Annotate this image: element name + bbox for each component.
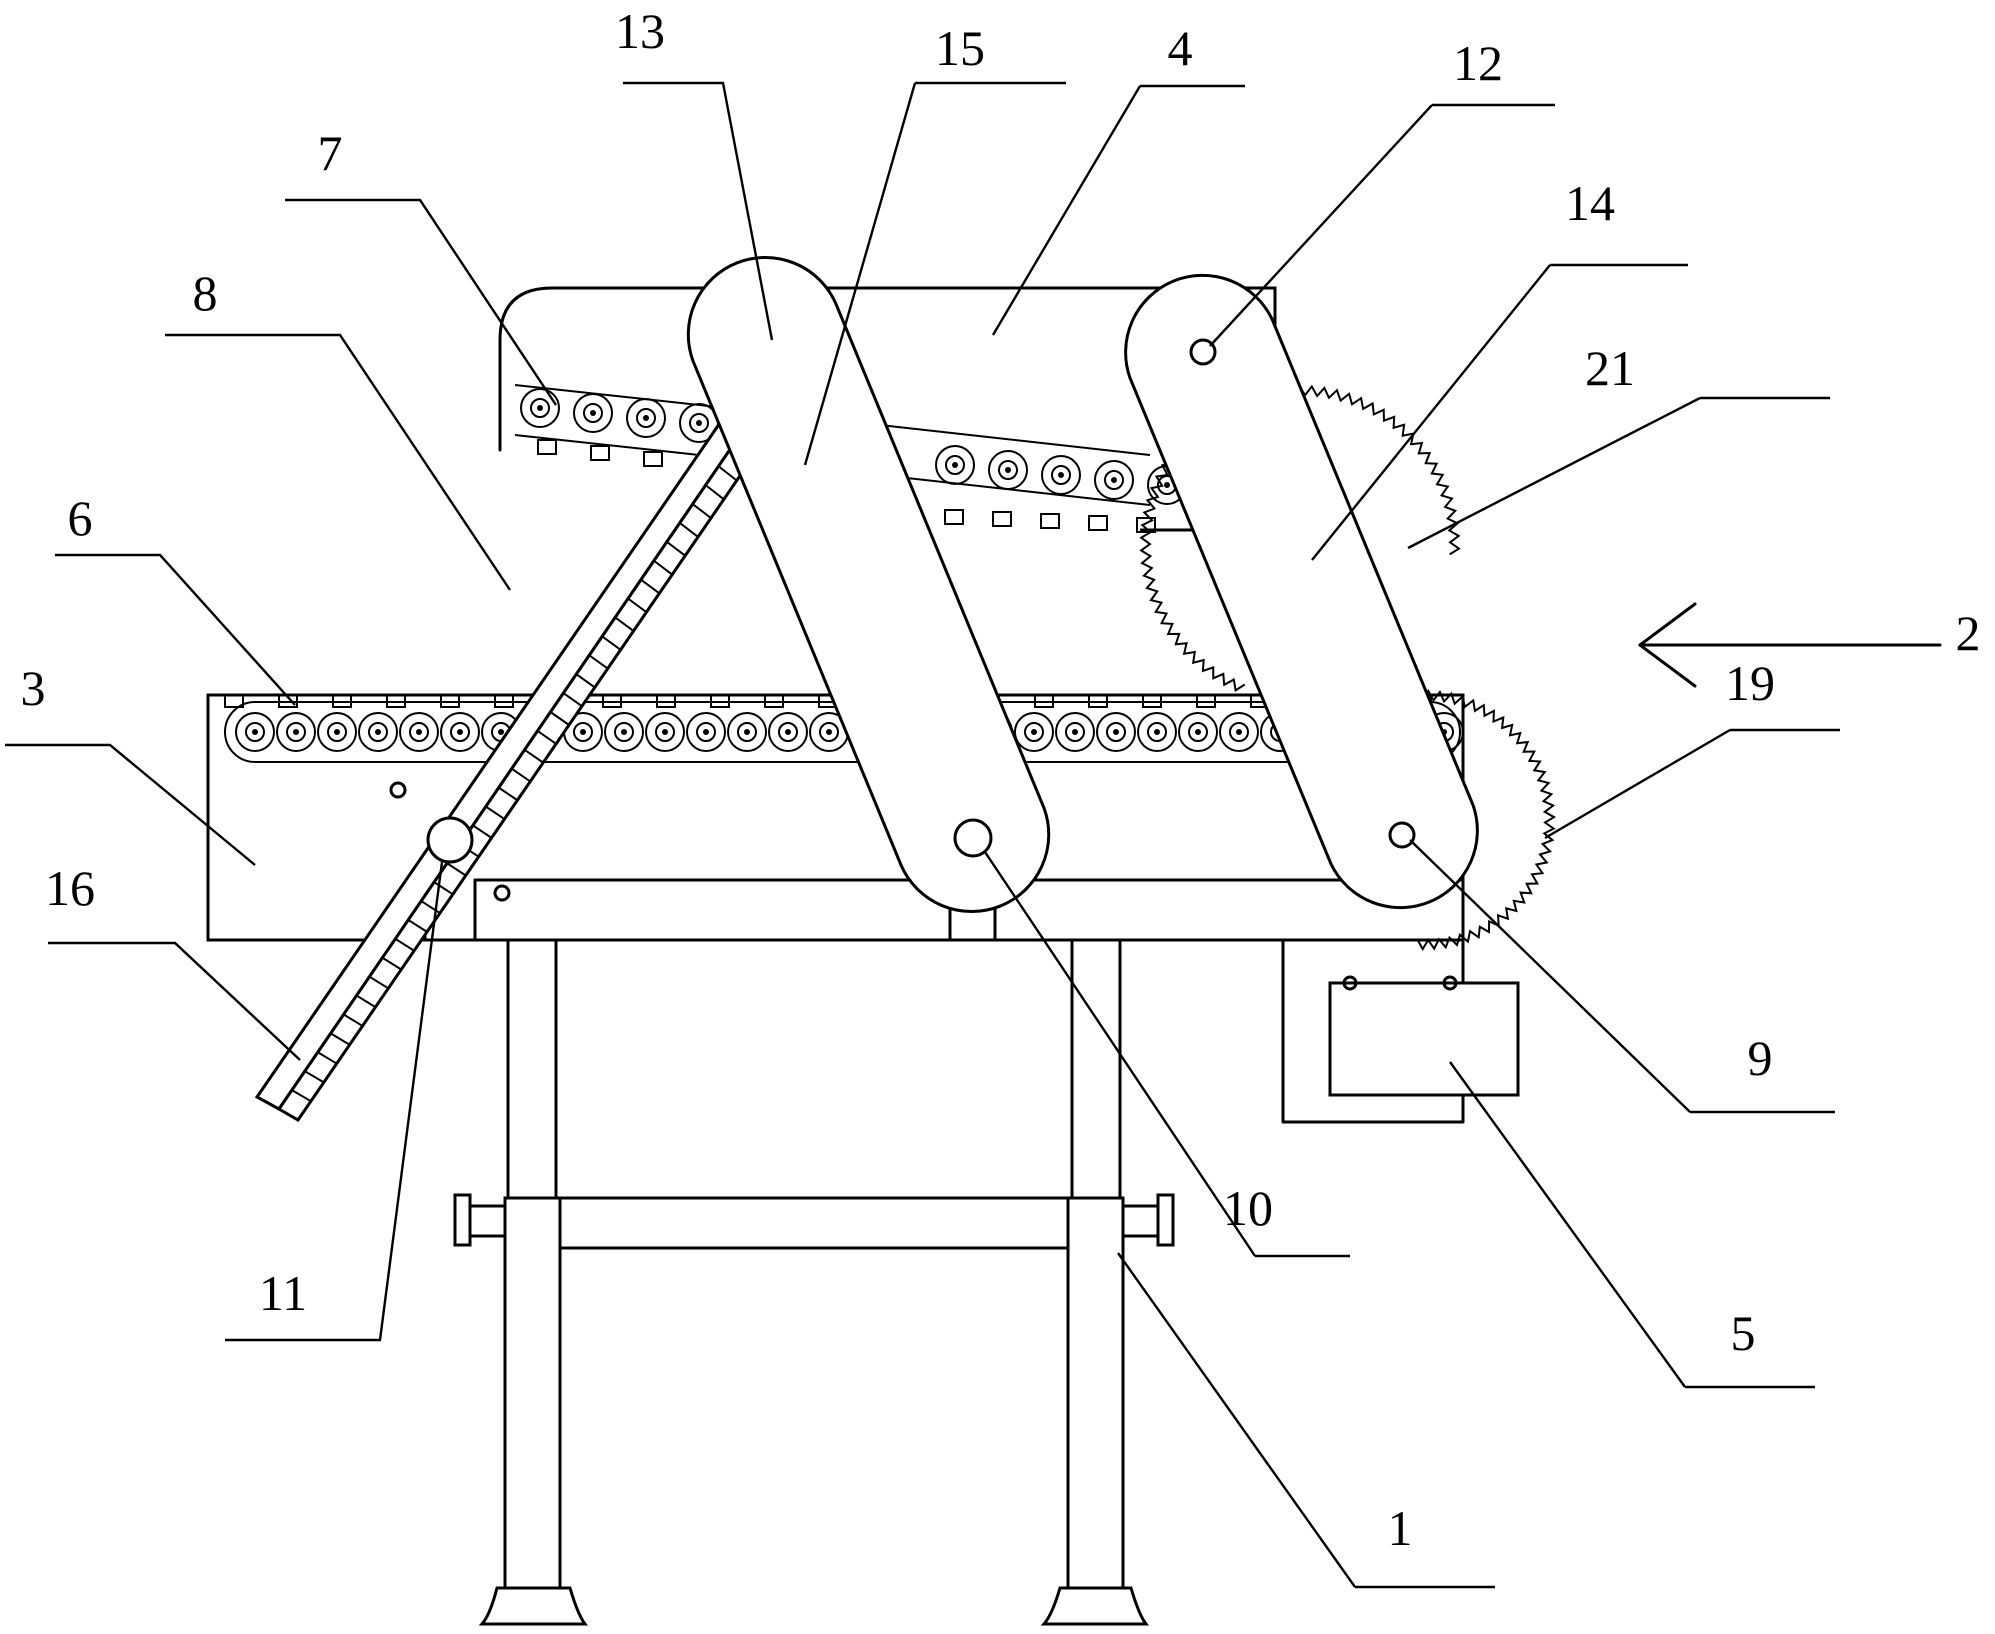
pivot-11 (428, 818, 472, 862)
label-15: 15 (935, 20, 985, 76)
label-3: 3 (21, 660, 46, 716)
label-8: 8 (193, 265, 218, 321)
label-1: 1 (1388, 1500, 1413, 1556)
label-10: 10 (1223, 1180, 1273, 1236)
label-9: 9 (1748, 1030, 1773, 1086)
label-11: 11 (259, 1265, 307, 1321)
label-14: 14 (1565, 175, 1615, 231)
label-6: 6 (68, 490, 93, 546)
direction-arrow (1640, 604, 1940, 686)
label-13: 13 (615, 3, 665, 59)
label-19: 19 (1725, 655, 1775, 711)
label-2: 2 (1956, 605, 1981, 661)
label-12: 12 (1453, 35, 1503, 91)
support-stand (455, 940, 1173, 1624)
label-16: 16 (45, 860, 95, 916)
label-21: 21 (1585, 340, 1635, 396)
label-5: 5 (1731, 1305, 1756, 1361)
label-7: 7 (318, 125, 343, 181)
motor-box (1283, 940, 1518, 1122)
label-4: 4 (1168, 20, 1193, 76)
